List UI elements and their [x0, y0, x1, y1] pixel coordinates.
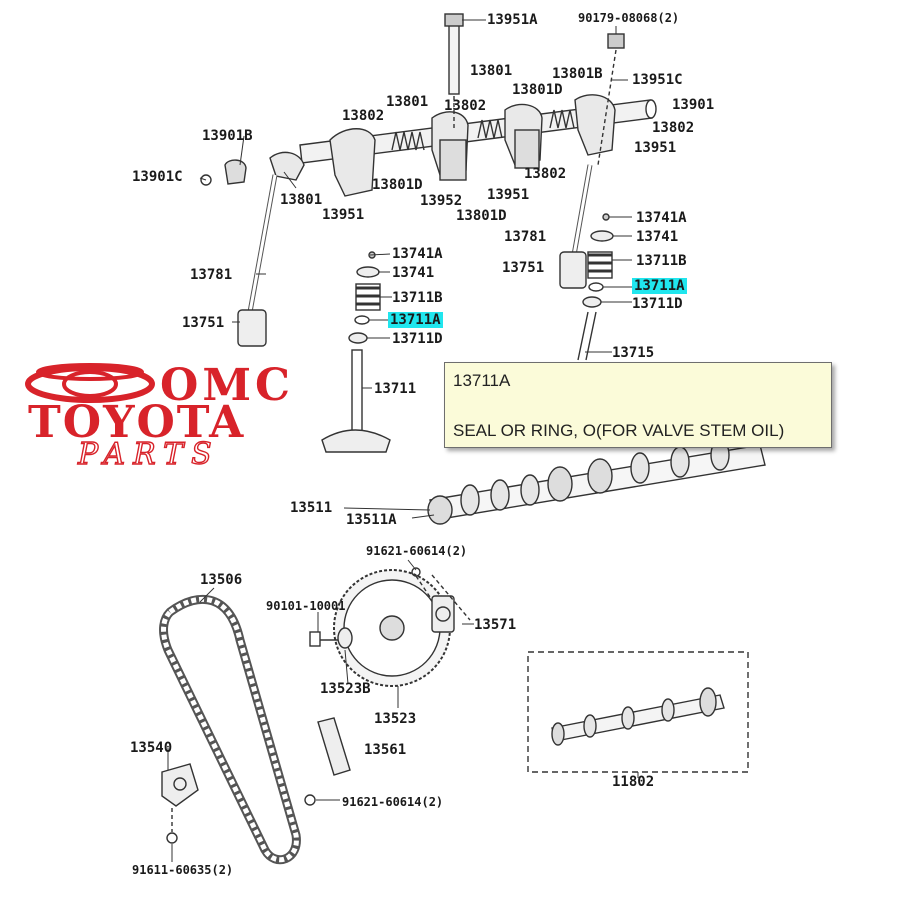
- part-label-13711B[interactable]: 13711B: [636, 253, 687, 269]
- part-label-13802[interactable]: 13802: [444, 98, 487, 114]
- part-label-13561[interactable]: 13561: [364, 742, 407, 758]
- part-label-13951[interactable]: 13951: [322, 207, 365, 223]
- part-label-13741A[interactable]: 13741A: [392, 246, 443, 262]
- logo-line3: PARTS: [77, 437, 220, 472]
- part-label-91611-60635[interactable]: 91611-60635(2): [132, 863, 234, 877]
- cam-sprocket: [309, 567, 471, 687]
- part-label-13751[interactable]: 13751: [502, 260, 545, 276]
- part-tooltip: 13711A SEAL OR RING, O(FOR VALVE STEM OI…: [444, 362, 832, 448]
- part-label-11802[interactable]: 11802: [612, 774, 655, 790]
- part-label-91621-60614[interactable]: 91621-60614(2): [366, 544, 468, 558]
- part-label-13711D[interactable]: 13711D: [632, 296, 683, 312]
- part-label-13511[interactable]: 13511: [290, 500, 333, 516]
- part-label-13801B[interactable]: 13801B: [552, 66, 603, 82]
- part-label-13711A-highlighted[interactable]: 13711A: [388, 312, 443, 328]
- part-label-13523B[interactable]: 13523B: [320, 681, 371, 697]
- part-label-13951A[interactable]: 13951A: [487, 12, 538, 28]
- part-label-13741A[interactable]: 13741A: [636, 210, 687, 226]
- part-label-13801D[interactable]: 13801D: [512, 82, 563, 98]
- part-label-13741[interactable]: 13741: [392, 265, 435, 281]
- part-label-13801[interactable]: 13801: [280, 192, 323, 208]
- part-label-13523[interactable]: 13523: [374, 711, 417, 727]
- push-rods-lifters: [237, 164, 593, 347]
- logo-line1: OMC: [160, 360, 294, 411]
- part-label-13571[interactable]: 13571: [474, 617, 517, 633]
- part-label-13802[interactable]: 13802: [652, 120, 695, 136]
- part-label-13711D[interactable]: 13711D: [392, 331, 443, 347]
- part-label-13802[interactable]: 13802: [342, 108, 385, 124]
- part-label-13711B[interactable]: 13711B: [392, 290, 443, 306]
- timing-chain: [159, 594, 301, 865]
- logo-line2: TOYOTA: [28, 397, 245, 448]
- part-label-13511A[interactable]: 13511A: [346, 512, 397, 528]
- part-label-13801[interactable]: 13801: [386, 94, 429, 110]
- part-label-91621-60614[interactable]: 91621-60614(2): [342, 795, 444, 809]
- part-label-13506[interactable]: 13506: [200, 572, 243, 588]
- valve-group-right: [577, 213, 614, 361]
- part-label-13951[interactable]: 13951: [487, 187, 530, 203]
- omc-toyota-logo: OMC TOYOTA PARTS: [25, 360, 294, 473]
- part-label-90179-08068[interactable]: 90179-08068(2): [578, 11, 680, 25]
- part-label-13951[interactable]: 13951: [634, 140, 677, 156]
- part-label-13801D[interactable]: 13801D: [372, 177, 423, 193]
- tooltip-part-number: 13711A: [453, 371, 511, 390]
- part-label-13540[interactable]: 13540: [130, 740, 173, 756]
- part-label-13711A-highlighted[interactable]: 13711A: [632, 278, 687, 294]
- part-label-13781[interactable]: 13781: [190, 267, 233, 283]
- part-label-13715[interactable]: 13715: [612, 345, 655, 361]
- valve-group-left: [321, 251, 391, 453]
- part-label-90101-10001[interactable]: 90101-10001: [266, 599, 346, 613]
- part-label-13711[interactable]: 13711: [374, 381, 417, 397]
- part-label-13751[interactable]: 13751: [182, 315, 225, 331]
- camshaft-subassembly: [527, 651, 749, 773]
- toyota-emblem-icon: [25, 365, 155, 403]
- camshaft: [427, 439, 766, 525]
- part-label-13801[interactable]: 13801: [470, 63, 513, 79]
- part-label-13741[interactable]: 13741: [636, 229, 679, 245]
- chain-tensioner: [161, 717, 351, 844]
- part-label-13901C[interactable]: 13901C: [132, 169, 183, 185]
- part-label-13901B[interactable]: 13901B: [202, 128, 253, 144]
- part-label-13951C[interactable]: 13951C: [632, 72, 683, 88]
- part-label-13952[interactable]: 13952: [420, 193, 463, 209]
- part-label-13781[interactable]: 13781: [504, 229, 547, 245]
- tooltip-description: SEAL OR RING, O(FOR VALVE STEM OIL): [453, 421, 785, 440]
- part-label-13901[interactable]: 13901: [672, 97, 715, 113]
- rocker-shaft-assembly: [200, 13, 657, 197]
- part-label-13802[interactable]: 13802: [524, 166, 567, 182]
- part-label-13801D[interactable]: 13801D: [456, 208, 507, 224]
- leader-lines: [167, 19, 639, 862]
